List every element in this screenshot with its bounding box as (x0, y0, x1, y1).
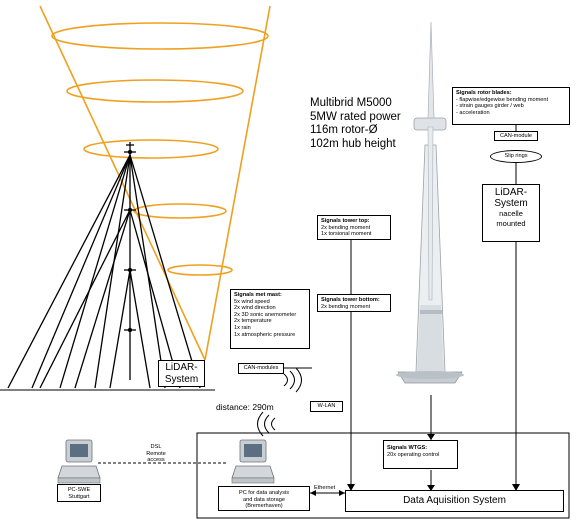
met-mast (0, 142, 215, 391)
tower-top-title: Signals tower top: (321, 218, 370, 224)
can-module-label: CAN-module (499, 133, 533, 139)
pc-analysis-line: (Bremerhaven) (245, 503, 283, 510)
rotor-blades-title: Signals rotor blades: (456, 90, 512, 96)
tower-bottom-signals-box: Signals tower bottom: 2x bending moment (317, 294, 391, 312)
wlan-label: W-LAN (317, 403, 336, 409)
pc-analysis-line: and data storage (243, 496, 285, 503)
turbine-spec-line: 116m rotor-Ø (310, 124, 378, 136)
lidar-ground-line: LiDAR- (165, 362, 198, 373)
distance-label: distance: 290m (216, 402, 274, 412)
wtgs-title: Signals WTGS: (387, 445, 428, 451)
wtgs-signals-box: Signals WTGS: 20x operating control (383, 440, 458, 469)
tower-top-item: 2x bending moment (321, 224, 371, 231)
turbine-spec-line: Multibrid M5000 (310, 97, 392, 109)
system-enclosure (196, 432, 570, 519)
met-mast-item: 1x rain (234, 324, 251, 331)
dsl-line: access (147, 457, 165, 464)
rotor-blades-signals-box: Signals rotor blades: - flapwise/edgewis… (452, 87, 570, 125)
met-mast-item: 1x atmospheric pressure (234, 331, 296, 338)
can-modules-box: CAN-modules (238, 363, 284, 374)
wireless-waves-mast (283, 367, 302, 393)
dsl-label: DSL Remote access (138, 444, 174, 464)
pc-swe-line: Stuttgart (68, 493, 90, 500)
lidar-nacelle-line: LiDAR- (494, 187, 528, 198)
wlan-box: W-LAN (310, 401, 343, 412)
turbine-spec-line: 5MW rated power (310, 110, 401, 123)
wtgs-item: 20x operating control (387, 451, 440, 458)
met-mast-item: 2x wind direction (234, 305, 276, 312)
pc-swe-line: PC-SWE (67, 487, 91, 493)
slip-rings-label: Slip rings (504, 153, 528, 159)
wireless-waves-system (257, 411, 276, 437)
pc-swe-box: PC-SWE Stuttgart (57, 484, 101, 502)
met-mast-item: 2x temperature (234, 318, 272, 325)
met-mast-signals-box: Signals met mast: 5x wind speed 2x wind … (230, 289, 310, 349)
computer-icon-bremerhaven (231, 439, 275, 484)
can-module-box: CAN-module (494, 131, 538, 141)
data-acquisition-box: Data Aquisition System (345, 490, 564, 512)
lidar-nacelle-line: System (494, 198, 528, 209)
dsl-line: DSL (150, 444, 162, 450)
rotor-blades-item: - strain gauges girder / web (456, 103, 524, 110)
turbine-spec-line: 102m hub height (310, 137, 396, 150)
data-acquisition-label: Data Aquisition System (403, 495, 506, 506)
computer-icon-stuttgart (57, 439, 101, 484)
arrowheads (310, 434, 520, 496)
can-modules-label: CAN-modules (243, 365, 279, 371)
mast-sensor-dots (127, 149, 133, 333)
tower-bottom-item: 2x bending moment (321, 303, 371, 310)
lidar-ground-line: System (164, 373, 199, 385)
tower-bottom-title: Signals tower bottom: (321, 297, 380, 303)
slip-rings-ellipse: Slip rings (490, 150, 542, 163)
lidar-scan-cone (39, 5, 271, 361)
tower-top-item: 1x torsional moment (321, 231, 372, 238)
ethernet-label: Ethernet (314, 485, 336, 491)
rotor-blades-item: - acceleration (456, 109, 490, 116)
pc-analysis-box: PC for data analysis and data storage (B… (218, 486, 310, 511)
lidar-nacelle-line: nacelle (499, 209, 523, 218)
met-mast-title: Signals met mast: (234, 292, 282, 298)
wind-turbine (396, 21, 464, 384)
met-mast-item: 5x wind speed (234, 298, 270, 305)
pc-analysis-line: PC for data analysis (238, 490, 290, 496)
lidar-ground-box: LiDAR- System (158, 360, 205, 387)
rotor-blades-item: - flapwise/edgewise bending moment (456, 96, 549, 103)
dsl-line: Remote (146, 450, 166, 457)
lidar-nacelle-box: LiDAR- System nacelle mounted (482, 184, 540, 242)
turbine-specs: Multibrid M5000 5MW rated power 116m rot… (310, 97, 401, 151)
tower-top-signals-box: Signals tower top: 2x bending moment 1x … (317, 215, 391, 240)
lidar-nacelle-line: mounted (496, 219, 526, 228)
met-mast-item: 2x 3D sonic anemometer (234, 311, 297, 318)
